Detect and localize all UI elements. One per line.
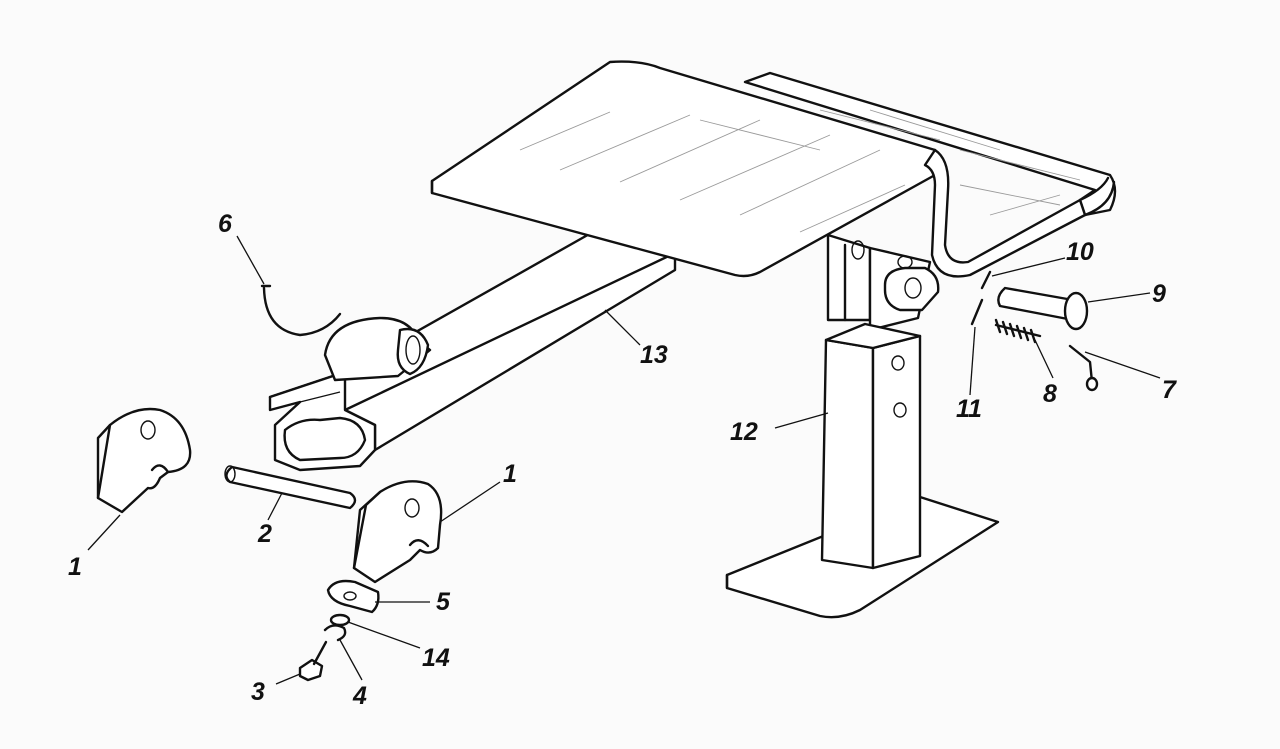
part-11-cotter-pin (970, 298, 984, 326)
leader-3 (275, 673, 301, 685)
leader-6 (236, 235, 265, 285)
callout-7: 7 (1162, 376, 1176, 404)
callout-8: 8 (1043, 380, 1057, 408)
part-7-l-pin (1068, 344, 1099, 392)
leader-12 (774, 412, 829, 429)
leader-11 (969, 326, 976, 396)
part-10-cotter-pin (980, 270, 992, 290)
callout-5: 5 (436, 588, 450, 616)
callout-14: 14 (422, 644, 450, 672)
callout-12: 12 (730, 418, 758, 446)
callout-1-left: 1 (68, 553, 82, 581)
leader-9 (1087, 292, 1151, 303)
part-12-leg (725, 322, 1000, 619)
callout-4: 4 (353, 682, 367, 710)
upper-post-bracket (826, 233, 940, 332)
part-8-spring (994, 318, 1042, 344)
part-2-pin (224, 465, 357, 510)
leader-lines (87, 235, 1161, 685)
part-1-left-clamp (96, 407, 192, 514)
callout-11: 11 (956, 395, 982, 423)
part-6-wire-clip (260, 284, 342, 337)
callout-1-right: 1 (503, 460, 517, 488)
callout-10: 10 (1066, 238, 1094, 266)
part-4-lock-washer (323, 624, 347, 642)
leader-13 (604, 309, 641, 346)
leader-1-left (87, 514, 121, 551)
callout-6: 6 (218, 210, 232, 238)
callout-13: 13 (640, 341, 668, 369)
part-1-right-clamp (352, 480, 443, 584)
seat-plate (430, 60, 1117, 278)
part-5-nut (326, 579, 380, 614)
part-3-bolt (298, 640, 328, 682)
leader-1-right (439, 481, 501, 523)
callout-9: 9 (1152, 280, 1166, 308)
callout-2: 2 (258, 520, 272, 548)
part-13-channel-beam (268, 226, 677, 472)
part-9-clevis-pin (997, 286, 1089, 331)
leader-8 (1034, 339, 1054, 379)
leader-14 (347, 621, 421, 649)
leader-4 (339, 639, 363, 681)
leader-7 (1084, 351, 1161, 379)
leader-10 (991, 257, 1066, 277)
leader-2 (267, 492, 283, 521)
callout-3: 3 (251, 678, 265, 706)
part-14-washer (329, 613, 351, 627)
